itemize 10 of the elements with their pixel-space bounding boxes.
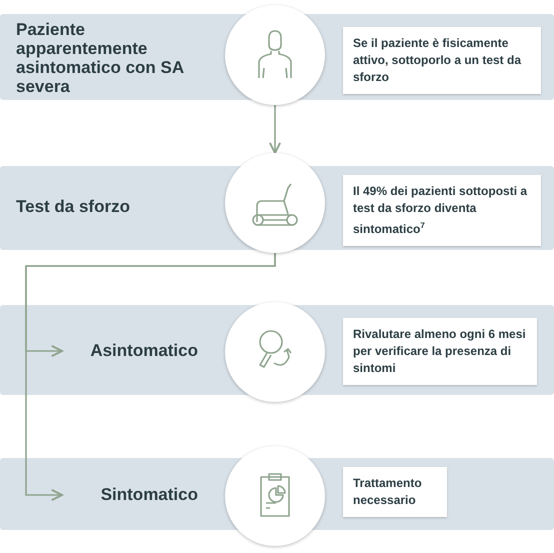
note-box: Il 49% dei pazienti sottoposti a test da sforzo diventa sintomatico$^{7}$ (343, 175, 541, 246)
step-title: Sintomatico (100, 485, 198, 504)
step-title: Asintomatico (89, 341, 198, 360)
note-box: Trattamento necessario (343, 467, 447, 517)
arrow (25, 253, 276, 502)
step-title: Test da sforzo (16, 197, 131, 216)
arrow (268, 105, 282, 154)
note-box: Rivalutare almeno ogni 6 mesi per verificare la presenza di sintomi (343, 318, 537, 385)
note-box: Se il paziente è fisicamente attivo, sottoporlo a un test da sforzo (343, 27, 541, 94)
step-title: Paziente apparentemente asintomatico con SA severa (16, 20, 185, 96)
